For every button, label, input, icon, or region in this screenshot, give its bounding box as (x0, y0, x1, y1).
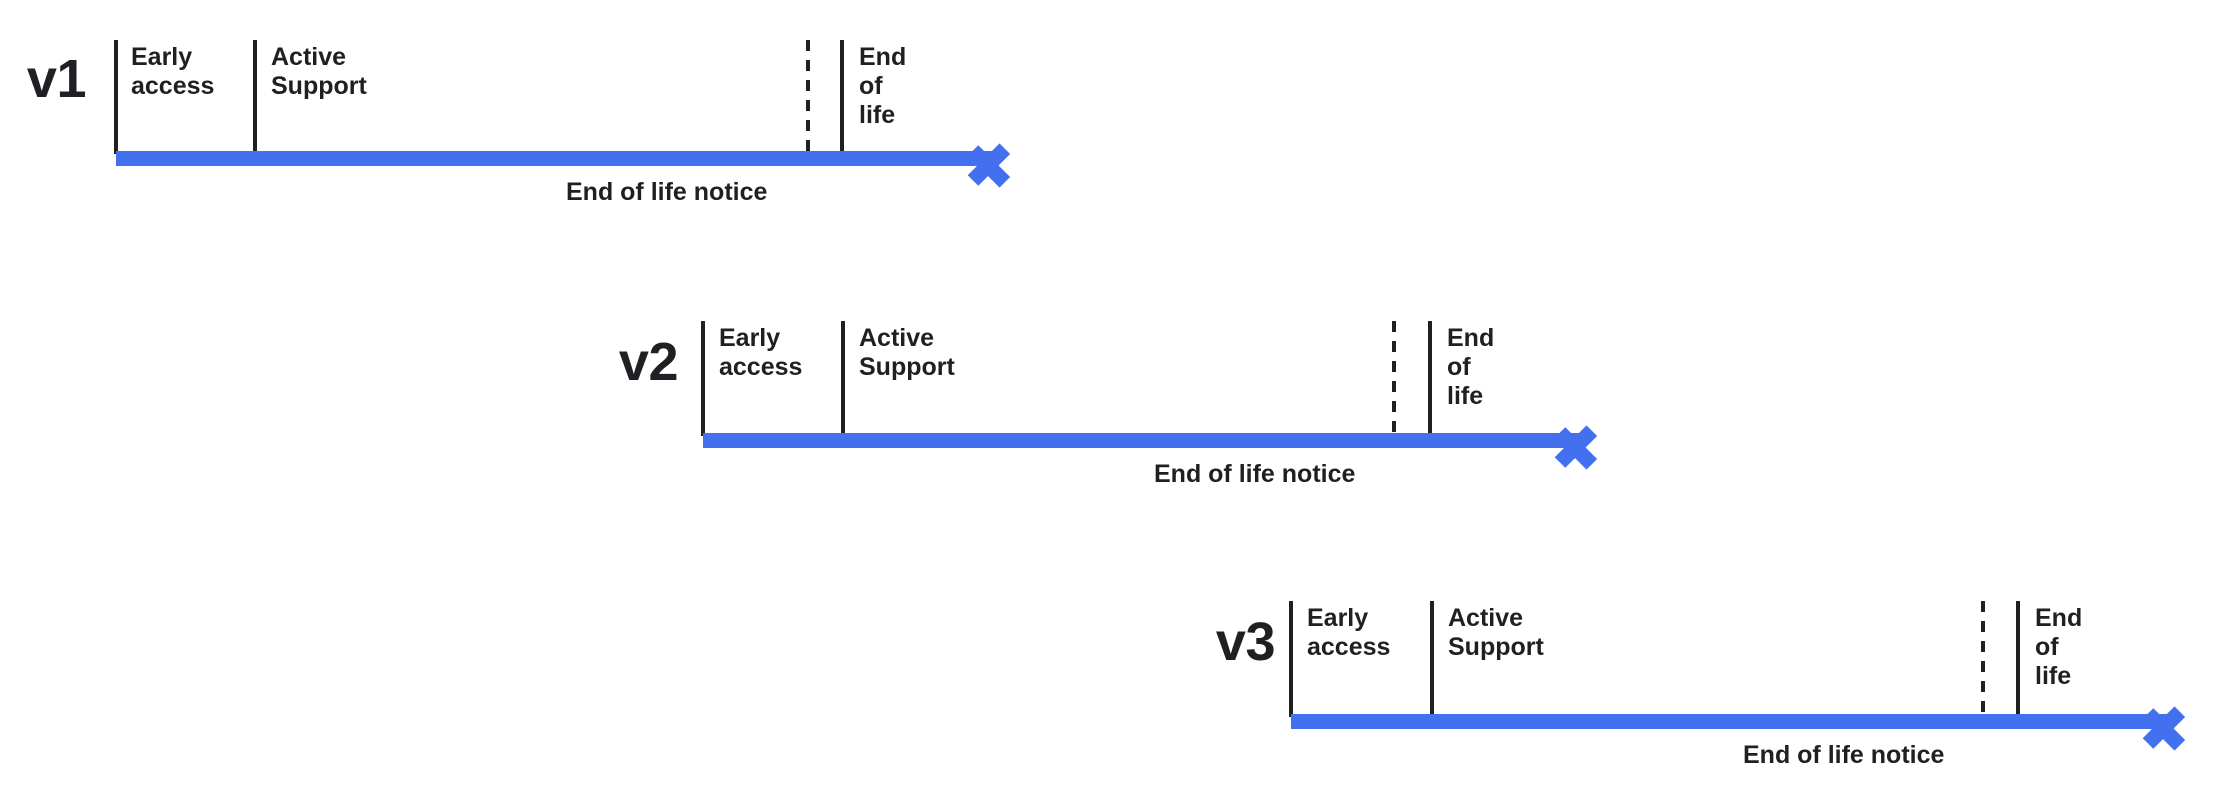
phase-divider-early-access-start-v2 (701, 321, 705, 436)
end-of-life-notice-label-v2: End of life notice (1154, 460, 1356, 488)
phase-label-early-access-v1: Early access (131, 43, 215, 100)
phase-divider-end-of-life-start-v2 (1428, 321, 1432, 436)
version-label-v1: v1 (26, 49, 87, 109)
phase-label-end-of-life-v1: End of life (859, 43, 907, 129)
phase-label-active-support-v1: Active Support (271, 43, 367, 100)
end-of-life-notice-marker-v2 (1392, 321, 1396, 436)
lifecycle-bar-v3 (1291, 714, 2171, 729)
phase-divider-active-support-start-v1 (253, 40, 257, 154)
lifecycle-bar-v1 (116, 151, 996, 166)
version-label-v2: v2 (618, 332, 679, 392)
version-label-v3: v3 (1215, 612, 1276, 672)
lifecycle-bar-v2 (703, 433, 1583, 448)
phase-divider-active-support-start-v3 (1430, 601, 1434, 717)
phase-label-active-support-v3: Active Support (1448, 604, 1544, 661)
end-of-life-notice-marker-v1 (806, 40, 810, 154)
phase-divider-early-access-start-v3 (1289, 601, 1293, 717)
phase-label-early-access-v3: Early access (1307, 604, 1391, 661)
arrow-head-icon-v1 (967, 135, 1019, 188)
phase-label-active-support-v2: Active Support (859, 324, 955, 381)
end-of-life-notice-label-v1: End of life notice (566, 178, 768, 206)
phase-label-end-of-life-v3: End of life (2035, 604, 2083, 690)
phase-divider-end-of-life-start-v1 (840, 40, 844, 154)
arrow-head-icon-v3 (2142, 698, 2194, 751)
end-of-life-notice-label-v3: End of life notice (1743, 741, 1945, 769)
end-of-life-notice-marker-v3 (1981, 601, 1985, 717)
phase-label-early-access-v2: Early access (719, 324, 803, 381)
phase-label-end-of-life-v2: End of life (1447, 324, 1495, 410)
phase-divider-early-access-start-v1 (114, 40, 118, 154)
phase-divider-end-of-life-start-v3 (2016, 601, 2020, 717)
phase-divider-active-support-start-v2 (841, 321, 845, 436)
arrow-head-icon-v2 (1554, 417, 1606, 470)
